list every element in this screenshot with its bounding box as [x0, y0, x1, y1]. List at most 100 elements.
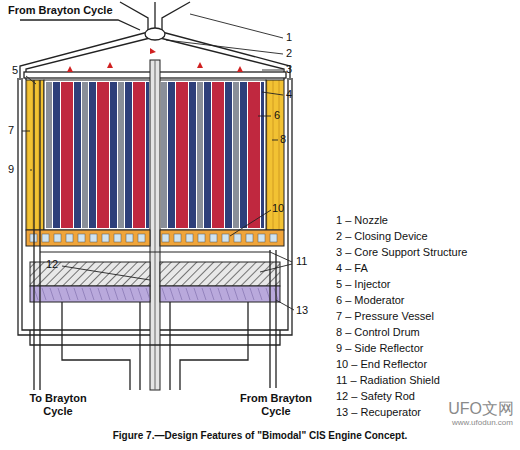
key-entry: 10 – End Reflector: [336, 358, 427, 371]
shield-texture: [74, 288, 78, 300]
flow-label: From Brayton Cycle: [236, 392, 316, 417]
end-cell: [234, 234, 241, 242]
key-entry: 3 – Core Support Structure: [336, 246, 467, 259]
key-entry: 6 – Moderator: [336, 294, 404, 307]
callout-number: 13: [296, 304, 308, 317]
shield-texture: [146, 288, 150, 300]
fuel-column: [46, 82, 52, 228]
key-entry: 5 – Injector: [336, 278, 390, 291]
end-cell: [114, 234, 121, 242]
fuel-column: [89, 82, 96, 228]
shield-texture: [258, 288, 262, 300]
fuel-column: [61, 82, 73, 228]
callout-number: 12: [46, 258, 58, 271]
callout-number: 9: [8, 163, 14, 176]
fuel-column: [261, 82, 264, 228]
shield-texture: [178, 288, 182, 300]
callout-number: 2: [286, 47, 292, 60]
end-cell: [270, 234, 277, 242]
key-entry: 2 – Closing Device: [336, 230, 428, 243]
fuel-column: [146, 82, 149, 228]
shield-texture: [90, 288, 94, 300]
shield-texture: [138, 288, 142, 300]
end-cell: [162, 234, 169, 242]
shield-texture: [98, 288, 102, 300]
shield-texture: [122, 288, 126, 300]
shield-texture: [114, 288, 118, 300]
shield-texture: [66, 288, 70, 300]
fuel-column: [168, 82, 175, 228]
key-entry: 4 – FA: [336, 262, 368, 275]
key-entry: 8 – Control Drum: [336, 326, 420, 339]
shield-texture: [226, 288, 230, 300]
shield-texture: [242, 288, 246, 300]
shield-texture: [218, 288, 222, 300]
shield-texture: [186, 288, 190, 300]
end-cell: [222, 234, 229, 242]
fuel-column: [204, 82, 211, 228]
callout-number: 4: [286, 88, 292, 101]
fuel-column: [74, 82, 81, 228]
key-entry: 1 – Nozzle: [336, 214, 388, 227]
end-cell: [198, 234, 205, 242]
fuel-column: [189, 82, 196, 228]
watermark: www.ufodun.com: [452, 418, 513, 427]
end-cell: [186, 234, 193, 242]
watermark: UFO文网: [448, 400, 514, 418]
fuel-column: [133, 82, 145, 228]
shield-texture: [202, 288, 206, 300]
callout-number: 8: [280, 133, 286, 146]
fuel-column: [176, 82, 188, 228]
end-cell: [246, 234, 253, 242]
shield-texture: [58, 288, 62, 300]
shield-texture: [50, 288, 54, 300]
fuel-column: [118, 82, 124, 228]
fuel-column: [125, 82, 132, 228]
callout-number: 3: [286, 63, 292, 76]
end-cell: [258, 234, 265, 242]
shield-texture: [82, 288, 86, 300]
end-cell: [90, 234, 97, 242]
key-entry: 13 – Recuperator: [336, 406, 421, 419]
fuel-column: [225, 82, 232, 228]
end-cell: [54, 234, 61, 242]
shield-texture: [106, 288, 110, 300]
flow-label: To Brayton Cycle: [18, 392, 98, 417]
flow-label: From Brayton Cycle: [8, 4, 113, 17]
shield-texture: [250, 288, 254, 300]
fuel-column: [82, 82, 88, 228]
end-cell: [138, 234, 145, 242]
callout-number: 5: [12, 64, 18, 77]
end-cell: [102, 234, 109, 242]
fuel-column: [97, 82, 109, 228]
end-cell: [42, 234, 49, 242]
figure-caption: Figure 7.—Design Features of "Bimodal" C…: [0, 430, 520, 442]
end-cell: [126, 234, 133, 242]
fuel-column: [248, 82, 260, 228]
shield-texture: [234, 288, 238, 300]
fuel-column: [233, 82, 239, 228]
fuel-column: [240, 82, 247, 228]
key-entry: 11 – Radiation Shield: [336, 374, 440, 387]
fuel-column: [161, 82, 167, 228]
fuel-column: [53, 82, 60, 228]
callout-number: 7: [8, 124, 14, 137]
end-cell: [66, 234, 73, 242]
fuel-column: [197, 82, 203, 228]
shield-texture: [170, 288, 174, 300]
shield-texture: [194, 288, 198, 300]
fuel-column: [110, 82, 117, 228]
fuel-column: [212, 82, 224, 228]
shield-texture: [210, 288, 214, 300]
callout-number: 10: [272, 202, 284, 215]
key-entry: 7 – Pressure Vessel: [336, 310, 434, 323]
callout-number: 6: [274, 109, 280, 122]
callout-number: 11: [296, 255, 307, 268]
end-cell: [174, 234, 181, 242]
shield-texture: [42, 288, 46, 300]
end-cell: [210, 234, 217, 242]
key-entry: 9 – Side Reflector: [336, 342, 423, 355]
end-cell: [78, 234, 85, 242]
shield-texture: [130, 288, 134, 300]
